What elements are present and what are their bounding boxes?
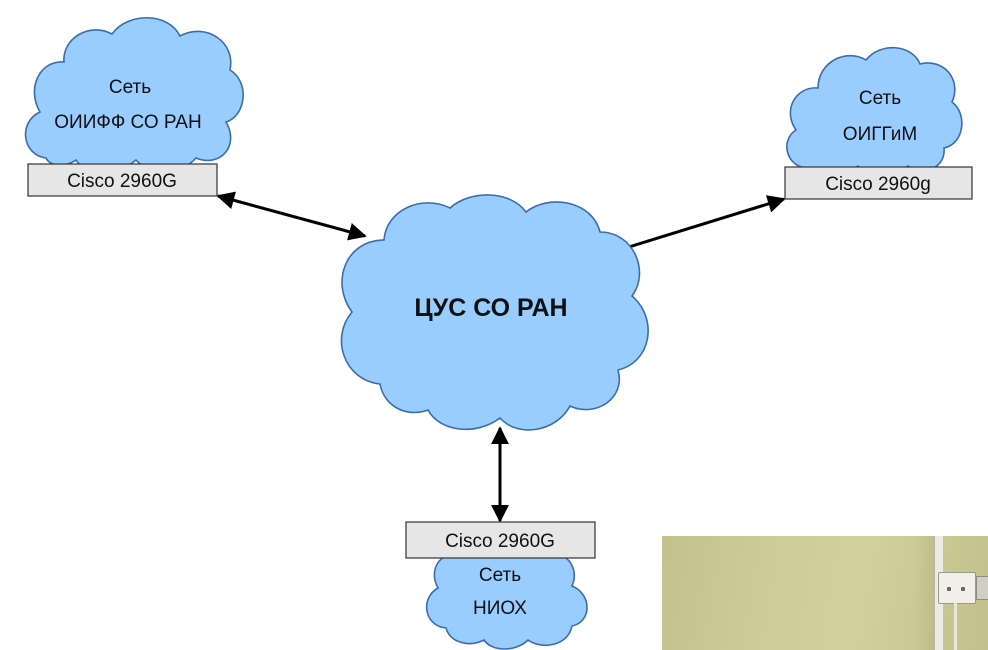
switch-oiggim-box: [784, 166, 973, 200]
switch-oiggim-label: Cisco 2960g: [825, 174, 931, 195]
center-label: ЦУС СО РАН: [414, 294, 567, 322]
cloud-oiiff-label-1: Сеть: [109, 77, 151, 98]
cloud-oiiff-label-2: ОИИФФ СО РАН: [54, 112, 201, 133]
switch-oiiff: Cisco 2960G: [27, 163, 218, 197]
photo-shadow: [914, 536, 934, 650]
cloud-nioh-label-1: Сеть: [479, 565, 521, 586]
photo-socket: [938, 572, 976, 604]
cloud-center: ЦУС СО РАН: [340, 194, 649, 431]
photo-cable: [954, 602, 957, 650]
switch-nioh-label: Cisco 2960G: [445, 531, 555, 552]
link-oiggim-center: [601, 195, 786, 259]
cloud-oiggim-label-1: Сеть: [859, 88, 901, 109]
switch-nioh: Cisco 2960G: [405, 521, 596, 559]
switch-nioh-box: [405, 521, 596, 559]
cloud-nioh-label-2: НИОХ: [473, 598, 527, 619]
switch-oiiff-box: [27, 163, 218, 197]
wall-socket-photo: [662, 536, 988, 650]
switch-oiiff-label: Cisco 2960G: [67, 171, 177, 192]
cloud-oiggim-label-2: ОИГГиМ: [843, 124, 917, 145]
photo-jack: [976, 576, 988, 600]
link-oiiff-center: [216, 191, 367, 241]
switch-oiggim: Cisco 2960g: [784, 166, 973, 200]
photo-socket-hole: [961, 587, 965, 591]
cloud-oiggim: Сеть ОИГГиМ: [786, 46, 963, 178]
cloud-oiiff: Сеть ОИИФФ СО РАН: [24, 16, 244, 173]
cloud-nioh: Сеть НИОХ: [425, 534, 588, 650]
photo-socket-hole: [947, 587, 951, 591]
